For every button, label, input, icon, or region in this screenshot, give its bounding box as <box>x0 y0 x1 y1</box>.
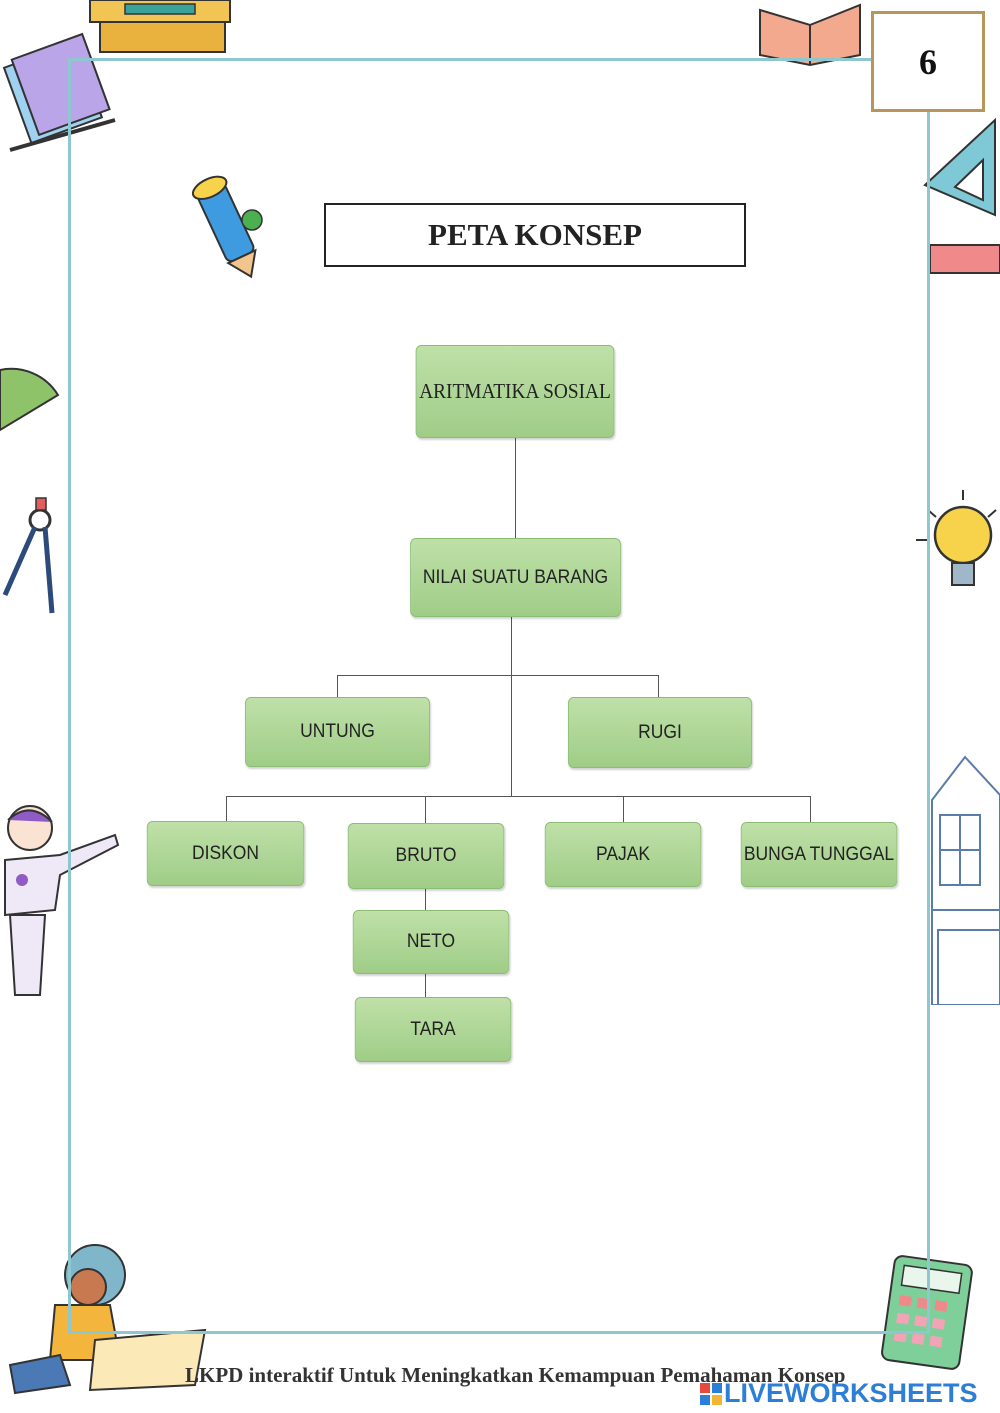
liveworksheets-watermark[interactable]: LIVEWORKSHEETS <box>700 1378 978 1409</box>
node-root-label: ARITMATIKA SOSIAL <box>419 379 611 403</box>
node-rugi: RUGI <box>568 697 752 768</box>
connector-rugi <box>658 675 659 697</box>
footer-text: LKPD interaktif Untuk Meningkatkan Kemam… <box>185 1363 846 1387</box>
node-diskon: DISKON <box>146 821 305 886</box>
compass-illustration <box>2 497 55 614</box>
node-bunga-tunggal-label: BUNGA TUNGGAL <box>743 843 895 865</box>
node-rugi-label: RUGI <box>638 721 682 743</box>
connector-level2-bar <box>337 675 659 676</box>
node-pajak: PAJAK <box>544 822 702 887</box>
node-untung: UNTUNG <box>245 697 430 767</box>
node-tara-label: TARA <box>410 1018 456 1040</box>
node-diskon-label: DISKON <box>191 842 260 864</box>
calculator-illustration <box>881 1255 973 1370</box>
connector-bunga-tunggal <box>810 796 811 822</box>
connector-bruto-neto <box>425 889 426 910</box>
connector-level3-bar <box>226 796 811 797</box>
liveworksheets-logo-icon <box>700 1383 722 1405</box>
node-pajak-label: PAJAK <box>595 843 651 865</box>
node-neto: NETO <box>352 910 510 974</box>
node-neto-label: NETO <box>406 931 456 952</box>
pencil-mascot-illustration <box>191 175 263 279</box>
connector-untung <box>337 675 338 697</box>
books-stack-illustration <box>89 0 231 53</box>
node-level1-label: NILAI SUATU BARANG <box>422 566 609 588</box>
connector-level1-trunk <box>511 617 512 796</box>
open-book-illustration <box>759 3 861 67</box>
page-frame <box>68 58 930 1334</box>
node-tara: TARA <box>354 997 512 1062</box>
connector-pajak <box>623 796 624 822</box>
girl-pointing-illustration <box>4 805 120 996</box>
house-illustration <box>931 755 1000 1005</box>
connector-neto-tara <box>425 974 426 997</box>
node-untung-label: UNTUNG <box>300 721 375 742</box>
node-level1: NILAI SUATU BARANG <box>410 538 621 617</box>
watermark-text: LIVEWORKSHEETS <box>724 1378 978 1408</box>
node-root: ARITMATIKA SOSIAL <box>415 345 615 438</box>
child-reading-illustration <box>8 1244 207 1395</box>
connector-root-level1 <box>515 438 516 538</box>
node-bunga-tunggal: BUNGA TUNGGAL <box>740 822 898 887</box>
connector-bruto <box>425 796 426 823</box>
connector-diskon <box>226 796 227 821</box>
node-bruto: BRUTO <box>347 823 505 889</box>
triangle-ruler-illustration <box>923 117 1000 274</box>
node-bruto-label: BRUTO <box>395 845 457 866</box>
page-title: PETA KONSEP <box>324 203 746 267</box>
light-bulb-illustration <box>916 490 997 586</box>
page-number: 6 <box>871 11 985 112</box>
protractor-illustration <box>0 367 60 432</box>
